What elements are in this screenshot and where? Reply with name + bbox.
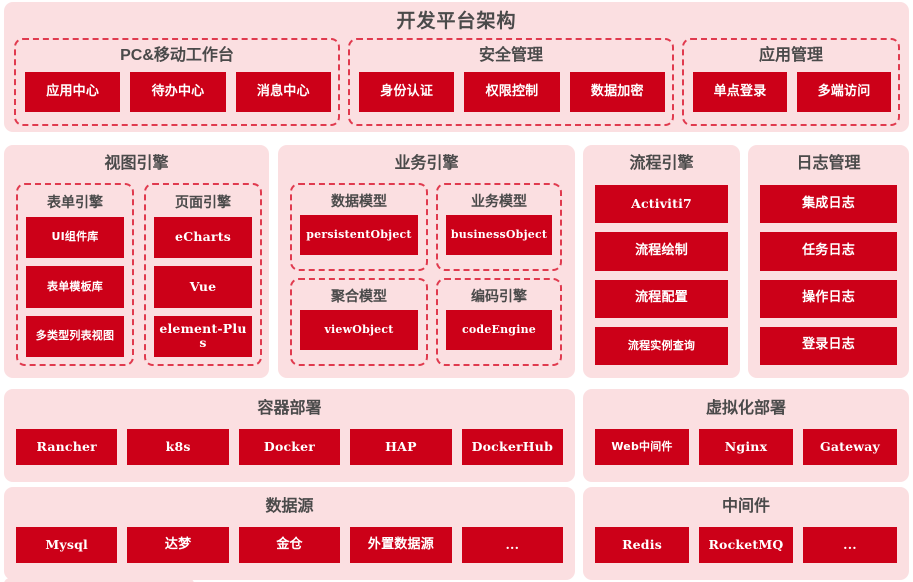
- chip-redis[interactable]: Redis: [595, 527, 689, 563]
- group-title-form-engine: 表单引擎: [47, 194, 103, 210]
- chip-message-center[interactable]: 消息中心: [235, 72, 331, 112]
- chip-col-form-engine: UI组件库 表单模板库 多类型列表视图: [26, 217, 124, 357]
- panel-view-engine: 视图引擎 表单引擎 UI组件库 表单模板库 多类型列表视图 页面引擎 eChar…: [4, 145, 269, 378]
- group-title-page-engine: 页面引擎: [175, 194, 231, 210]
- chip-process-drawing[interactable]: 流程绘制: [595, 232, 728, 271]
- panel-title-process-engine: 流程引擎: [629, 155, 694, 172]
- panel-title-log-management: 日志管理: [796, 155, 861, 172]
- chip-rancher[interactable]: Rancher: [16, 429, 118, 465]
- chip-persistent-object[interactable]: persistentObject: [300, 215, 418, 255]
- chip-data-encryption[interactable]: 数据加密: [569, 72, 665, 112]
- chip-dameng[interactable]: 达梦: [127, 527, 229, 563]
- chip-form-template-library[interactable]: 表单模板库: [26, 266, 124, 308]
- chip-echarts[interactable]: eCharts: [154, 217, 252, 259]
- chip-process-config[interactable]: 流程配置: [595, 279, 728, 318]
- diagram-title: 开发平台架构: [396, 11, 517, 32]
- chip-login-log[interactable]: 登录日志: [760, 326, 897, 365]
- chip-vue[interactable]: Vue: [154, 266, 252, 308]
- group-business-model: 业务模型 businessObject: [436, 183, 562, 271]
- group-pc-mobile-workbench: PC&移动工作台 应用中心 待办中心 消息中心: [14, 38, 340, 126]
- chip-multi-type-list-view[interactable]: 多类型列表视图: [26, 315, 124, 357]
- group-title-code-engine: 编码引擎: [471, 288, 527, 304]
- group-title-data-model: 数据模型: [331, 193, 387, 209]
- group-title-application-management: 应用管理: [758, 47, 823, 64]
- panel-data-source: 数据源 Mysql 达梦 金仓 外置数据源 ...: [4, 487, 575, 580]
- chip-web-middleware[interactable]: Web中间件: [595, 429, 689, 465]
- chip-single-sign-on[interactable]: 单点登录: [693, 72, 787, 112]
- group-page-engine: 页面引擎 eCharts Vue element-Plus: [144, 183, 262, 366]
- group-title-business-model: 业务模型: [471, 193, 527, 209]
- panel-process-engine: 流程引擎 Activiti7 流程绘制 流程配置 流程实例查询: [583, 145, 740, 378]
- chip-row-data-source: Mysql 达梦 金仓 外置数据源 ...: [16, 527, 564, 563]
- chip-permission-control[interactable]: 权限控制: [464, 72, 560, 112]
- group-application-management: 应用管理 单点登录 多端访问: [682, 38, 900, 126]
- chip-business-object[interactable]: businessObject: [446, 215, 552, 255]
- chip-nginx[interactable]: Nginx: [699, 429, 793, 465]
- chip-view-object[interactable]: viewObject: [300, 310, 418, 350]
- chip-rocketmq[interactable]: RocketMQ: [699, 527, 793, 563]
- chip-row-middleware: Redis RocketMQ ...: [595, 527, 897, 563]
- panel-log-management: 日志管理 集成日志 任务日志 操作日志 登录日志: [748, 145, 909, 378]
- chip-external-data-source[interactable]: 外置数据源: [350, 527, 452, 563]
- group-form-engine: 表单引擎 UI组件库 表单模板库 多类型列表视图: [16, 183, 134, 366]
- panel-title-business-engine: 业务引擎: [394, 155, 459, 172]
- panel-middleware: 中间件 Redis RocketMQ ...: [583, 487, 909, 580]
- platform-architecture-panel: 开发平台架构 PC&移动工作台 应用中心 待办中心 消息中心 安全管理 身份认证…: [4, 2, 909, 132]
- chip-todo-center[interactable]: 待办中心: [130, 72, 226, 112]
- group-title-security-management: 安全管理: [478, 47, 543, 64]
- chip-data-source-more[interactable]: ...: [461, 527, 564, 563]
- chip-element-plus[interactable]: element-Plus: [154, 315, 252, 357]
- chip-k8s[interactable]: k8s: [127, 429, 229, 465]
- chip-row-container-deployment: Rancher k8s Docker HAP DockerHub: [16, 429, 564, 465]
- chip-kingbase[interactable]: 金仓: [238, 527, 341, 563]
- chip-activiti7[interactable]: Activiti7: [595, 185, 728, 224]
- chip-operation-log[interactable]: 操作日志: [760, 279, 897, 318]
- panel-title-container-deployment: 容器部署: [257, 400, 322, 417]
- panel-title-view-engine: 视图引擎: [104, 155, 169, 172]
- panel-next-section-clipped: [4, 578, 194, 582]
- chip-multi-terminal-access[interactable]: 多端访问: [797, 72, 891, 112]
- chip-process-instance-query[interactable]: 流程实例查询: [595, 326, 728, 365]
- group-code-engine: 编码引擎 codeEngine: [436, 278, 562, 366]
- chip-col-page-engine: eCharts Vue element-Plus: [154, 217, 252, 357]
- panel-title-middleware: 中间件: [721, 498, 770, 515]
- chip-row-application-management: 单点登录 多端访问: [693, 72, 891, 112]
- panel-business-engine: 业务引擎 数据模型 persistentObject 业务模型 business…: [278, 145, 575, 378]
- panel-title-data-source: 数据源: [265, 498, 314, 515]
- chip-row-virtualization-deployment: Web中间件 Nginx Gateway: [595, 429, 897, 465]
- chip-docker[interactable]: Docker: [238, 429, 341, 465]
- group-aggregate-model: 聚合模型 viewObject: [290, 278, 428, 366]
- group-data-model: 数据模型 persistentObject: [290, 183, 428, 271]
- chip-gateway[interactable]: Gateway: [803, 429, 897, 465]
- chip-mysql[interactable]: Mysql: [16, 527, 118, 563]
- chip-middleware-more[interactable]: ...: [803, 527, 897, 563]
- group-title-aggregate-model: 聚合模型: [331, 288, 387, 304]
- chip-task-log[interactable]: 任务日志: [760, 232, 897, 271]
- chip-ui-component-library[interactable]: UI组件库: [26, 217, 124, 259]
- chip-identity-auth[interactable]: 身份认证: [359, 72, 455, 112]
- chip-integration-log[interactable]: 集成日志: [760, 185, 897, 224]
- chip-row-security-management: 身份认证 权限控制 数据加密: [359, 72, 665, 112]
- chip-app-center[interactable]: 应用中心: [25, 72, 121, 112]
- chip-hap[interactable]: HAP: [350, 429, 452, 465]
- panel-title-virtualization-deployment: 虚拟化部署: [705, 400, 786, 417]
- group-title-pc-mobile-workbench: PC&移动工作台: [120, 47, 234, 64]
- panel-virtualization-deployment: 虚拟化部署 Web中间件 Nginx Gateway: [583, 389, 909, 482]
- chip-col-process-engine: Activiti7 流程绘制 流程配置 流程实例查询: [595, 185, 728, 365]
- chip-col-log-management: 集成日志 任务日志 操作日志 登录日志: [760, 185, 897, 365]
- chip-dockerhub[interactable]: DockerHub: [461, 429, 564, 465]
- group-security-management: 安全管理 身份认证 权限控制 数据加密: [348, 38, 674, 126]
- panel-container-deployment: 容器部署 Rancher k8s Docker HAP DockerHub: [4, 389, 575, 482]
- chip-row-pc-mobile-workbench: 应用中心 待办中心 消息中心: [25, 72, 331, 112]
- chip-code-engine[interactable]: codeEngine: [446, 310, 552, 350]
